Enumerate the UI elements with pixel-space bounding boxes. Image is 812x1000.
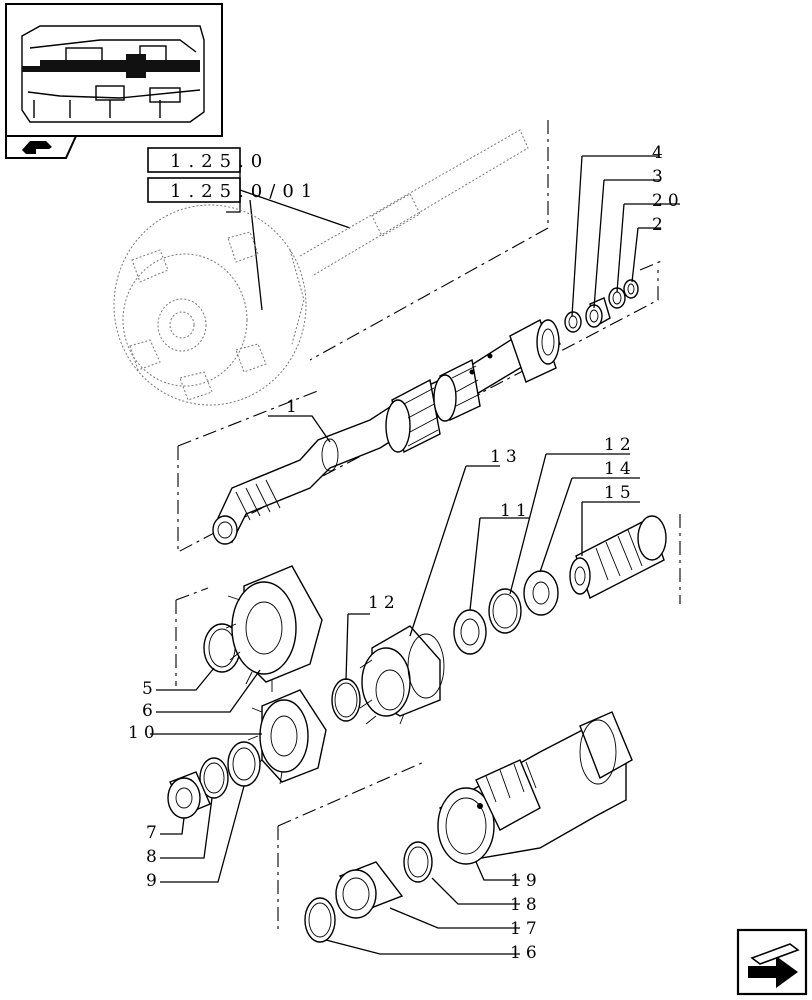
label-2: 2 xyxy=(652,215,668,235)
reference-text-1: 1.25.0 xyxy=(170,151,269,172)
label-11: 11 xyxy=(500,501,532,521)
reference-box-2[interactable]: 1.25.0/01 xyxy=(147,177,319,203)
label-12-upper: 12 xyxy=(604,435,636,455)
label-8: 8 xyxy=(146,847,162,867)
reference-text-2: 1.25.0/01 xyxy=(170,181,319,202)
part-12-ring-upper[interactable] xyxy=(488,588,522,634)
part-14-washer[interactable] xyxy=(523,570,559,616)
part-3-bearing[interactable] xyxy=(585,297,611,328)
part-15-splined-shaft[interactable] xyxy=(569,515,667,599)
part-11-ring[interactable] xyxy=(453,609,487,655)
label-1: 1 xyxy=(286,397,302,417)
label-14: 14 xyxy=(604,459,636,479)
part-18-ring[interactable] xyxy=(403,841,433,883)
label-12-lower: 12 xyxy=(368,593,400,613)
transmission-thumbnail[interactable] xyxy=(5,3,223,137)
part-17-bush[interactable] xyxy=(335,861,404,919)
label-4: 4 xyxy=(652,143,668,163)
part-19-cluster-gear[interactable] xyxy=(437,711,633,865)
part-9-ring[interactable] xyxy=(227,741,261,787)
part-7-bearing[interactable] xyxy=(167,771,211,819)
label-9: 9 xyxy=(146,871,162,891)
label-5: 5 xyxy=(142,679,158,699)
clutch-housing-outline xyxy=(113,129,529,406)
label-18: 18 xyxy=(510,895,542,915)
part-10-gear[interactable] xyxy=(247,689,327,785)
label-13: 13 xyxy=(490,447,522,467)
label-3: 3 xyxy=(652,167,668,187)
label-16: 16 xyxy=(510,943,542,963)
label-17: 17 xyxy=(510,919,542,939)
part-8-circlip[interactable] xyxy=(199,757,229,799)
label-19: 19 xyxy=(510,871,542,891)
part-12-ring-lower[interactable] xyxy=(331,678,361,722)
leader-lines xyxy=(150,155,680,955)
part-4-bush[interactable] xyxy=(564,311,582,333)
label-15: 15 xyxy=(604,483,636,503)
part-6-gear[interactable] xyxy=(225,565,323,692)
label-6: 6 xyxy=(142,701,158,721)
part-13-synchronizer[interactable] xyxy=(359,625,445,725)
tractor-section-icon[interactable] xyxy=(5,135,78,159)
main-shaft[interactable] xyxy=(212,318,561,545)
label-10: 10 xyxy=(128,723,160,743)
part-2-circlip[interactable] xyxy=(623,279,639,299)
label-7: 7 xyxy=(146,823,162,843)
label-20: 20 xyxy=(652,191,684,211)
reference-box-1[interactable]: 1.25.0 xyxy=(147,147,269,173)
next-page-arrow-icon[interactable] xyxy=(736,928,808,996)
part-16-circlip[interactable] xyxy=(304,897,336,943)
